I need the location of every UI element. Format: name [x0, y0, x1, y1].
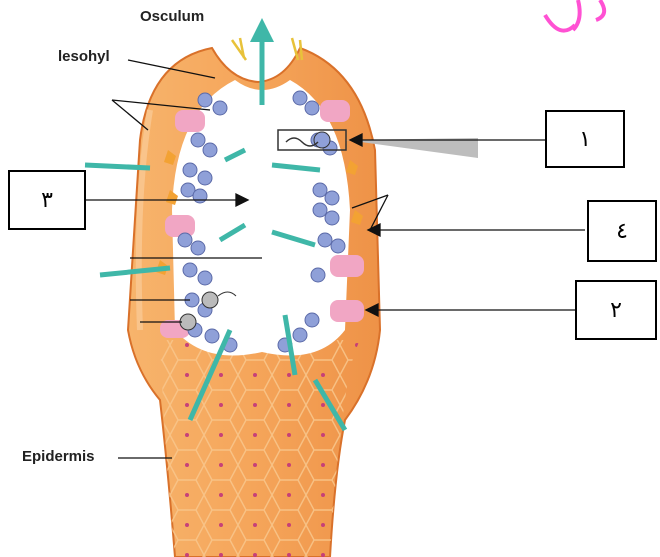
osculum-label: Osculum	[140, 8, 204, 25]
mesohyl-label: lesohyl	[58, 48, 110, 65]
epidermis-label: Epidermis	[22, 448, 95, 465]
label-box-4: ٤	[587, 200, 657, 262]
label-box-3: ٣	[8, 170, 86, 230]
label-box-2: ٢	[575, 280, 657, 340]
label-box-1: ١	[545, 110, 625, 168]
epidermis-surface	[160, 340, 360, 557]
watermark-scribble	[545, 0, 604, 31]
